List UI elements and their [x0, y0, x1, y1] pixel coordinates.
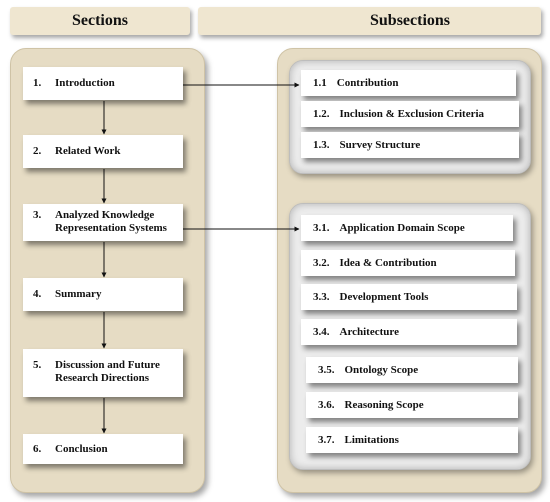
subsection-label: Inclusion & Exclusion Criteria	[339, 107, 485, 120]
subsection-box-reasoning-scope: 3.6. Reasoning Scope	[306, 392, 518, 418]
section-label-block: Analyzed Knowledge Representation System…	[55, 209, 167, 235]
subsection-label: Architecture	[339, 325, 399, 338]
subsection-number: 1.1	[313, 76, 327, 89]
section-box-analyzed-systems: 3. Analyzed Knowledge Representation Sys…	[23, 204, 183, 241]
section-number: 1.	[33, 77, 42, 89]
subsection-box-architecture: 3.4. Architecture	[301, 319, 517, 345]
subsection-box-idea-contribution: 3.2. Idea & Contribution	[301, 250, 515, 276]
subsection-number: 3.4.	[313, 325, 330, 338]
subsection-box-survey-structure: 1.3. Survey Structure	[301, 132, 519, 158]
subsections-header-label: Subsections	[370, 12, 451, 29]
subsection-number: 3.3.	[313, 290, 330, 303]
subsection-box-limitations: 3.7. Limitations	[306, 427, 518, 453]
subsection-label: Contribution	[336, 76, 399, 89]
subsection-number: 3.2.	[313, 256, 330, 269]
subsection-number: 3.1.	[313, 221, 330, 234]
section-number: 4.	[33, 288, 42, 300]
section-label: Summary	[55, 288, 102, 300]
subsection-label: Application Domain Scope	[339, 221, 465, 234]
subsection-label: Development Tools	[339, 290, 429, 303]
subsection-label: Reasoning Scope	[344, 398, 424, 411]
section-box-summary: 4. Summary	[23, 278, 183, 311]
subsection-box-development-tools: 3.3. Development Tools	[301, 284, 517, 310]
section-label-line2: Representation Systems	[55, 222, 167, 234]
subsection-number: 1.2.	[313, 107, 330, 120]
section-label-line2: Research Directions	[55, 372, 149, 384]
subsection-box-ontology-scope: 3.5. Ontology Scope	[306, 357, 518, 383]
subsection-label: Limitations	[344, 433, 399, 446]
subsection-label: Ontology Scope	[344, 363, 419, 376]
subsection-box-contribution: 1.1 Contribution	[301, 70, 516, 96]
subsection-number: 1.3.	[313, 138, 330, 151]
section-label: Introduction	[55, 77, 115, 89]
section-box-conclusion: 6. Conclusion	[23, 434, 183, 464]
section-label: Analyzed Knowledge	[55, 209, 155, 221]
section-label: Discussion and Future	[55, 359, 160, 371]
subsections-header: Subsections	[198, 7, 541, 35]
sections-header: Sections	[10, 7, 190, 35]
section-label-block: Discussion and Future Research Direction…	[55, 349, 160, 385]
section-box-introduction: 1. Introduction	[23, 67, 183, 100]
section-label: Conclusion	[55, 442, 108, 455]
section-number: 3.	[33, 209, 42, 221]
subsection-label: Survey Structure	[339, 138, 421, 151]
section-number: 5.	[33, 359, 42, 371]
section-box-discussion: 5. Discussion and Future Research Direct…	[23, 349, 183, 397]
section-label: Related Work	[55, 145, 121, 157]
section-box-related-work: 2. Related Work	[23, 135, 183, 168]
subsection-label: Idea & Contribution	[339, 256, 437, 269]
subsection-number: 3.6.	[318, 398, 335, 411]
subsection-number: 3.7.	[318, 433, 335, 446]
sections-header-label: Sections	[72, 12, 128, 29]
subsection-number: 3.5.	[318, 363, 335, 376]
subsection-box-application-domain: 3.1. Application Domain Scope	[301, 215, 513, 241]
subsection-box-criteria: 1.2. Inclusion & Exclusion Criteria	[301, 101, 519, 127]
section-number: 6.	[33, 442, 42, 455]
sections-column	[10, 48, 205, 493]
section-number: 2.	[33, 145, 42, 157]
